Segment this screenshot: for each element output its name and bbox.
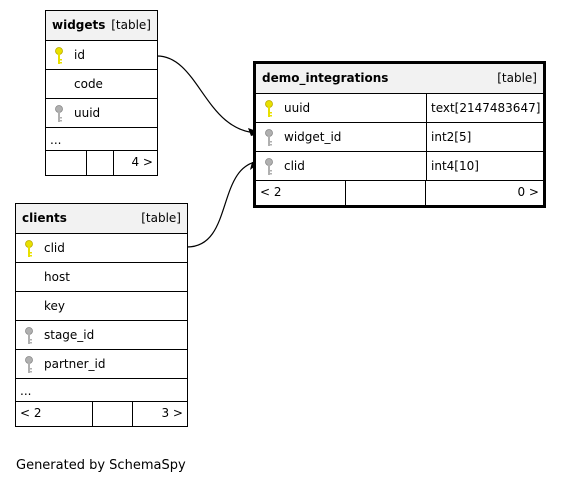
column-name: uuid <box>74 106 101 120</box>
footer-cell-left[interactable]: < 2 <box>256 181 346 205</box>
key-icon <box>25 356 33 373</box>
column-name: stage_id <box>44 328 95 342</box>
generated-by-label: Generated by SchemaSpy <box>16 458 186 473</box>
column-row-partner-id[interactable]: partner_id <box>16 350 187 379</box>
table-kind: [table] <box>497 71 537 85</box>
column-row-code[interactable]: code <box>46 70 157 99</box>
primary-key-icon <box>55 47 63 64</box>
column-row-clid[interactable]: clid <box>16 234 187 263</box>
column-row-uuid[interactable]: uuid text[2147483647] <box>256 94 543 123</box>
table-header: widgets [table] <box>46 11 157 41</box>
primary-key-icon <box>265 100 273 117</box>
column-row-key[interactable]: key <box>16 292 187 321</box>
column-row-uuid[interactable]: uuid <box>46 99 157 128</box>
column-type-cell: text[2147483647] <box>426 94 543 122</box>
table-name: widgets <box>52 18 106 32</box>
table-footer: < 2 3 > <box>16 402 187 426</box>
table-kind: [table] <box>141 211 181 225</box>
column-name: widget_id <box>284 130 342 144</box>
footer-cell-middle <box>93 402 133 426</box>
table-kind: [table] <box>111 18 151 32</box>
column-type-cell: int2[5] <box>426 123 543 151</box>
key-icon <box>25 327 33 344</box>
table-header: demo_integrations [table] <box>256 64 543 94</box>
table-demo-integrations[interactable]: demo_integrations [table] uuid text[2147… <box>253 61 546 208</box>
ellipsis-row: ... <box>46 128 157 151</box>
ellipsis-text: ... <box>50 133 62 147</box>
column-row-host[interactable]: host <box>16 263 187 292</box>
column-row-stage-id[interactable]: stage_id <box>16 321 187 350</box>
column-name: partner_id <box>44 357 106 371</box>
column-row-clid[interactable]: clid int4[10] <box>256 152 543 181</box>
footer-cell-middle <box>87 151 114 175</box>
widgets-to-demo-integrations-line <box>156 55 263 134</box>
ellipsis-row: ... <box>16 379 187 402</box>
key-icon <box>55 105 63 122</box>
ellipsis-text: ... <box>20 384 32 398</box>
footer-cell-right[interactable]: 3 > <box>161 406 183 420</box>
column-name: clid <box>44 241 65 255</box>
column-name: clid <box>284 159 305 173</box>
column-row-id[interactable]: id <box>46 41 157 70</box>
footer-cell-right[interactable]: 4 > <box>131 155 153 169</box>
column-name: host <box>44 270 70 284</box>
primary-key-icon <box>25 240 33 257</box>
footer-cell-right[interactable]: 0 > <box>517 185 539 199</box>
column-name: id <box>74 48 85 62</box>
footer-cell-left <box>46 151 87 175</box>
clients-to-demo-integrations-line <box>186 160 263 248</box>
column-type-cell: int4[10] <box>426 152 543 180</box>
table-header: clients [table] <box>16 204 187 234</box>
column-name: key <box>44 299 66 313</box>
foreign-key-icon <box>265 129 273 146</box>
column-name: uuid <box>284 101 311 115</box>
column-row-widget-id[interactable]: widget_id int2[5] <box>256 123 543 152</box>
column-type: text[2147483647] <box>431 101 541 115</box>
table-footer: < 2 0 > <box>256 181 543 205</box>
table-footer: 4 > <box>46 151 157 175</box>
footer-cell-middle <box>346 181 426 205</box>
table-clients[interactable]: clients [table] clid host key stage_id p… <box>15 203 188 427</box>
table-name: clients <box>22 211 67 225</box>
column-type: int4[10] <box>431 159 479 173</box>
column-type: int2[5] <box>431 130 472 144</box>
foreign-key-icon <box>265 158 273 175</box>
footer-cell-left[interactable]: < 2 <box>16 402 93 426</box>
column-name: code <box>74 77 103 91</box>
table-widgets[interactable]: widgets [table] id code uuid ... 4 > <box>45 10 158 176</box>
table-name: demo_integrations <box>262 71 389 85</box>
